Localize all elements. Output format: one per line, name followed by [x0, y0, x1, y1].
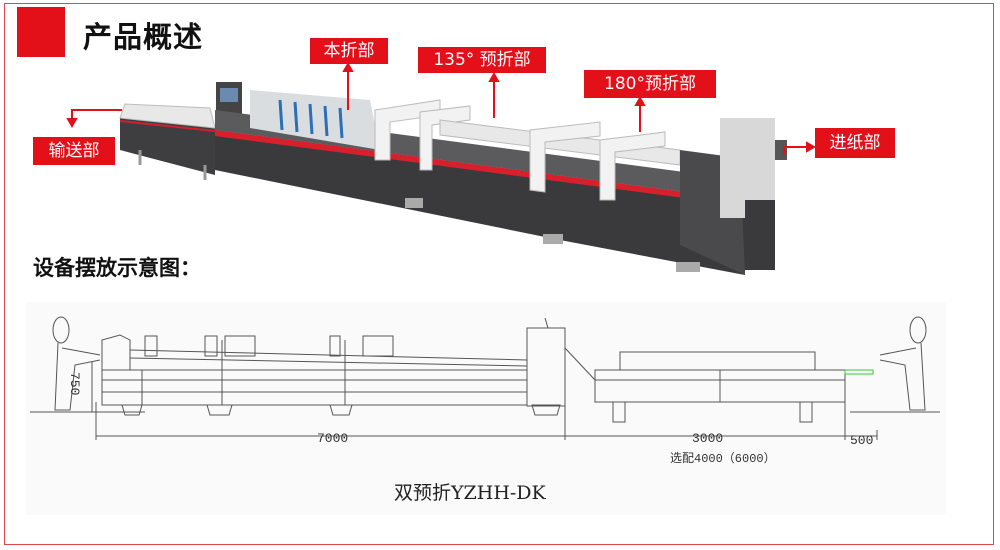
layout-diagram-panel — [26, 302, 946, 515]
label-conveyor: 输送部 — [33, 137, 115, 165]
title-accent-block — [17, 7, 65, 57]
dim-height: 750 — [67, 372, 82, 396]
label-main-fold: 本折部 — [310, 38, 388, 64]
label-prefold-135: 135° 预折部 — [418, 47, 546, 73]
model-name: 双预折YZHH-DK — [394, 482, 546, 504]
dim-feeder-length: 3000 — [692, 431, 724, 446]
layout-section-title: 设备摆放示意图： — [33, 256, 201, 280]
dim-end-clearance: 500 — [850, 433, 874, 448]
dim-option: 选配4000（6000） — [670, 452, 776, 466]
label-feeder: 进纸部 — [815, 128, 895, 158]
page-title: 产品概述 — [83, 20, 204, 54]
machine-photo — [66, 61, 817, 275]
dim-main-length: 7000 — [317, 431, 349, 446]
label-prefold-180: 180°预折部 — [584, 70, 716, 98]
page-frame — [4, 3, 994, 545]
